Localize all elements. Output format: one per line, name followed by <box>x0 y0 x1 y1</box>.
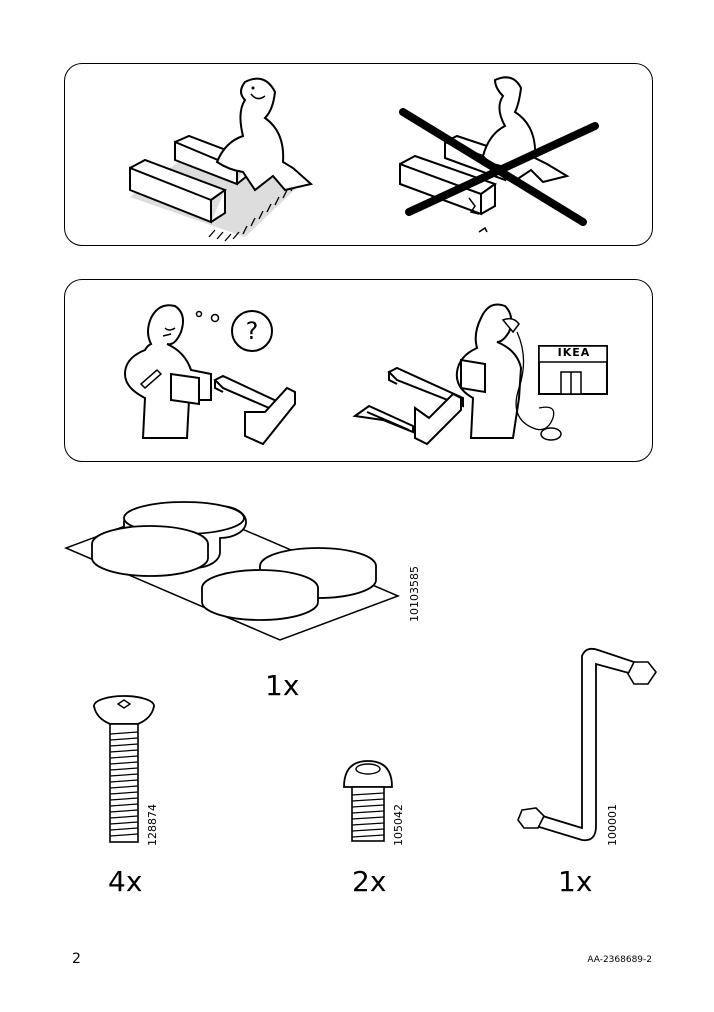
question-mark: ? <box>245 317 259 345</box>
confused-person-illustration <box>123 304 296 446</box>
quantity-allen-key: 1x <box>558 865 593 898</box>
calling-ikea-illustration <box>352 303 608 446</box>
article-number-allen-key: 100001 <box>606 804 619 846</box>
instruction-panel-help: ? IKEA <box>64 279 653 462</box>
ikea-store-sign: IKEA <box>557 346 591 359</box>
flat-head-screw-illustration <box>93 695 155 843</box>
allen-key-illustration <box>517 647 657 842</box>
question-bubble: ? <box>231 310 273 352</box>
article-number-felt-pads: 10103585 <box>408 566 421 622</box>
quantity-felt-pads: 1x <box>265 669 300 702</box>
button-head-screw-illustration <box>343 760 393 842</box>
assemble-on-rug-illustration <box>129 77 314 242</box>
page-number: 2 <box>72 951 81 967</box>
article-number-flat-head-screw: 128874 <box>146 804 159 846</box>
document-id: AA-2368689-2 <box>587 955 652 965</box>
instruction-panel-surface <box>64 63 653 246</box>
felt-pads-sheet-illustration <box>63 501 401 641</box>
quantity-button-head-screw: 2x <box>352 865 387 898</box>
quantity-flat-head-screw: 4x <box>108 865 143 898</box>
do-not-assemble-on-hard-floor-illustration <box>399 76 599 233</box>
article-number-button-head-screw: 105042 <box>392 804 405 846</box>
